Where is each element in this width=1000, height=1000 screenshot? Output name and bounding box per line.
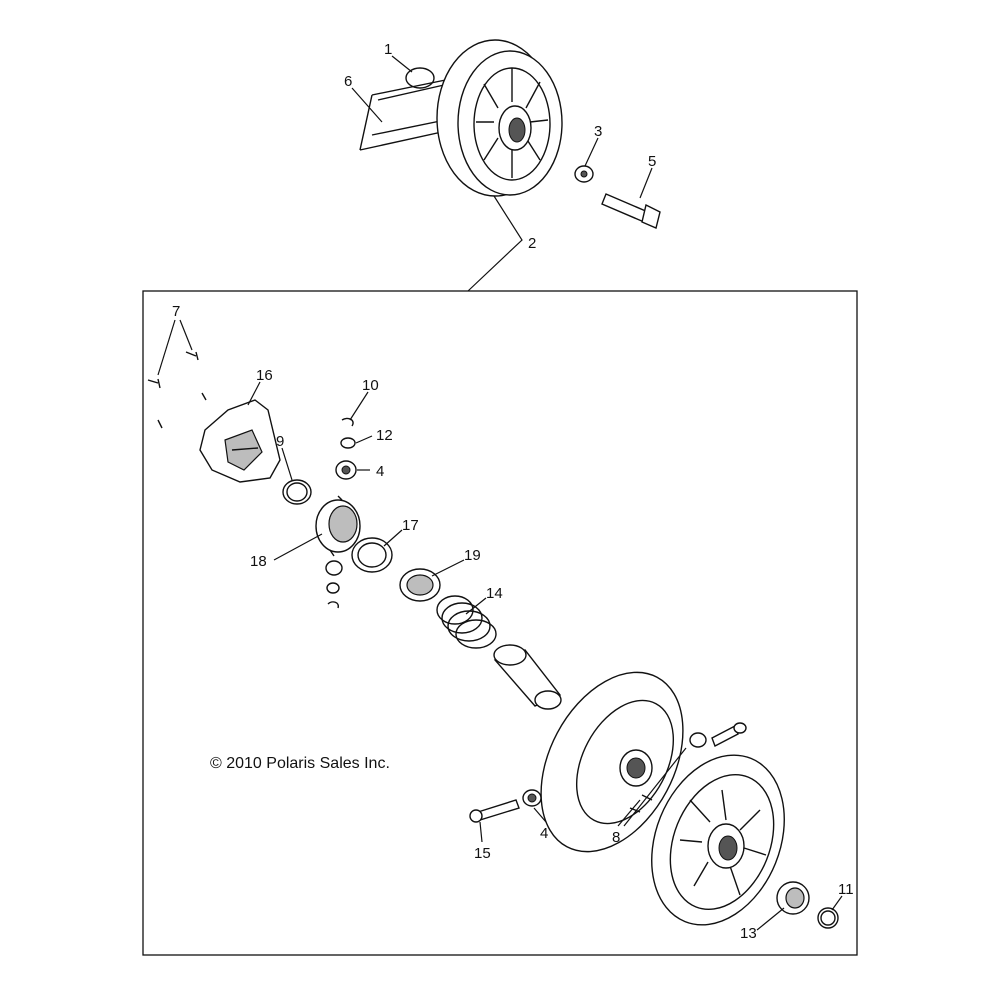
cover-16	[199, 399, 281, 483]
callout-16: 16	[256, 367, 273, 384]
copyright-notice: © 2010 Polaris Sales Inc.	[210, 755, 390, 772]
callout-15: 15	[474, 845, 491, 862]
roller-4-bottom	[325, 560, 343, 609]
callout-18: 18	[250, 553, 267, 570]
bearing-13	[776, 881, 810, 915]
bolt-5	[601, 193, 661, 229]
roller-4-lower	[522, 789, 542, 807]
bushing-19	[399, 568, 441, 602]
o-ring-1	[405, 67, 435, 89]
callout-7: 7	[172, 303, 180, 320]
snap-ring-9	[282, 479, 312, 505]
callout-17: 17	[402, 517, 419, 534]
roller-4-top	[335, 460, 357, 480]
snap-ring-11	[817, 907, 839, 929]
roller-4-right	[689, 732, 707, 748]
callout-5: 5	[648, 153, 656, 170]
callout-4-bottom: 4	[540, 825, 548, 842]
shaft	[493, 644, 562, 710]
callout-3: 3	[594, 123, 602, 140]
callout-10: 10	[362, 377, 379, 394]
callout-14: 14	[486, 585, 503, 602]
callout-6: 6	[344, 73, 352, 90]
callout-9: 9	[276, 433, 284, 450]
callout-8: 8	[612, 829, 620, 846]
sheave-fixed	[651, 754, 785, 926]
assembly-frame	[142, 290, 858, 956]
callout-11: 11	[838, 881, 854, 898]
callout-2: 2	[528, 235, 536, 252]
bolt-15	[469, 799, 520, 823]
spider-18	[315, 495, 361, 557]
sheave-moveable	[540, 671, 684, 853]
callout-19: 19	[464, 547, 481, 564]
washer-3	[574, 165, 594, 183]
clutch-assembly	[436, 39, 563, 197]
callout-1: 1	[384, 41, 392, 58]
leader-lines	[157, 55, 843, 931]
screws-7	[147, 351, 207, 429]
spring-14	[436, 595, 497, 649]
bolt-upper	[711, 722, 747, 747]
spring-seat-17	[351, 537, 393, 573]
callout-4-top: 4	[376, 463, 384, 480]
callout-labels: 1 6 3 5 2 7 16 10 12 9 4 17 18 19 14 4 8…	[172, 41, 854, 942]
callout-13: 13	[740, 925, 757, 942]
callout-12: 12	[376, 427, 393, 444]
washer-12	[340, 437, 356, 449]
clip-10	[341, 417, 354, 427]
